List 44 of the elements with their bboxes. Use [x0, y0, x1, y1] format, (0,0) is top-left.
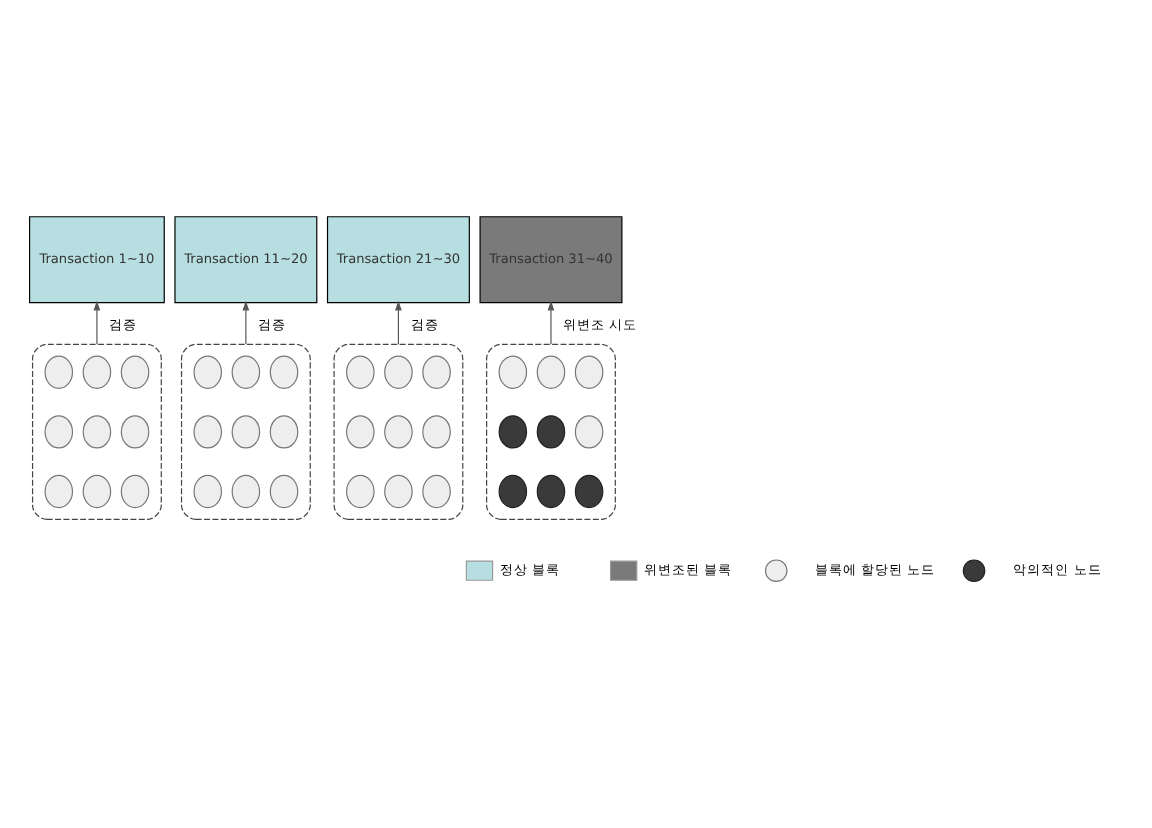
node-circle [231, 474, 261, 509]
node-circle [422, 415, 451, 449]
arrow [547, 300, 555, 345]
node-circle [422, 355, 451, 389]
node-circle [384, 474, 413, 509]
node-circle [82, 355, 112, 389]
node-circle [193, 415, 223, 449]
node-circle [536, 415, 566, 449]
node-circle [44, 415, 74, 449]
node-circle [346, 415, 375, 449]
node-circle [498, 415, 528, 449]
node-circle [384, 355, 413, 389]
node-circle [574, 474, 604, 509]
node-circle [82, 415, 112, 449]
node-circle [346, 474, 375, 509]
node-circle [120, 474, 150, 509]
node-circle [574, 415, 604, 449]
cluster [180, 343, 311, 521]
node-circle [231, 355, 261, 389]
node-circle [120, 415, 150, 449]
node-circle [44, 355, 74, 389]
node-circle [269, 355, 299, 389]
cluster [333, 343, 464, 521]
node-circle [44, 474, 74, 509]
node-circle [574, 355, 604, 389]
cluster [31, 343, 162, 521]
node-circle [498, 355, 528, 389]
node-circle [193, 355, 223, 389]
arrow [395, 300, 402, 345]
node-circle [269, 474, 299, 509]
node-circle [82, 474, 112, 509]
node-circle [193, 474, 223, 509]
node-circle [120, 355, 150, 389]
node-circle [269, 415, 299, 449]
arrow [93, 300, 101, 345]
node-circle [498, 474, 528, 509]
arrow [242, 300, 250, 345]
node-circle [536, 355, 566, 389]
node-circle [422, 474, 451, 509]
node-circle [384, 415, 413, 449]
node-circle [536, 474, 566, 509]
node-circle [231, 415, 261, 449]
cluster [486, 343, 616, 521]
node-circle [346, 355, 375, 389]
